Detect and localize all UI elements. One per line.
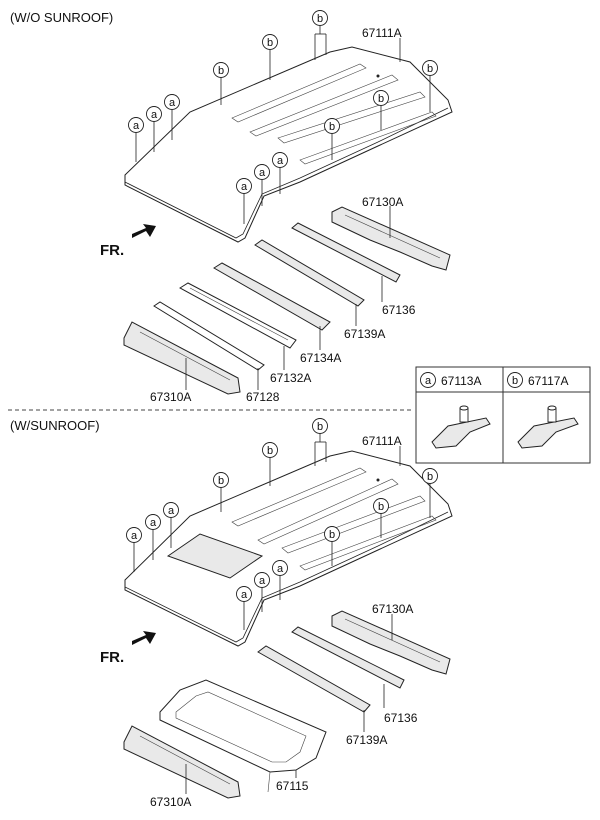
svg-text:b: b <box>512 375 518 387</box>
rail-128-top <box>153 301 265 371</box>
callout-b-marker: b <box>373 498 389 538</box>
callout-b-marker: b <box>373 90 389 130</box>
callout-b-marker: b <box>213 472 229 512</box>
rail-139-top <box>254 239 365 307</box>
svg-text:b: b <box>317 13 323 25</box>
svg-text:b: b <box>329 529 335 541</box>
sunroof-frame <box>159 679 327 793</box>
svg-text:b: b <box>267 445 273 457</box>
label-rail-rear: 67130A <box>362 195 403 209</box>
callout-a-marker: a <box>236 178 252 224</box>
rail-134-top <box>213 262 331 331</box>
callout-a-marker: a <box>254 164 270 206</box>
callouts-top: a a a b b b <box>128 10 438 224</box>
leaders-bottom <box>185 446 401 794</box>
callout-b-marker: b <box>312 10 328 60</box>
legend-item-b: b 67117A <box>507 372 568 388</box>
svg-text:b: b <box>317 421 323 433</box>
svg-text:a: a <box>277 155 284 167</box>
rail-front-bottom <box>123 725 241 799</box>
callout-a-marker: a <box>145 514 161 560</box>
rail-136-top <box>291 222 401 283</box>
callout-b-marker: b <box>262 442 278 486</box>
svg-text:a: a <box>241 589 248 601</box>
svg-text:a: a <box>168 505 175 517</box>
callout-a-marker: a <box>272 560 288 600</box>
callout-a-marker: a <box>146 106 162 152</box>
label-rail-rear: 67130A <box>372 602 413 616</box>
svg-text:a: a <box>425 375 432 387</box>
svg-text:a: a <box>131 530 138 542</box>
callout-a-marker: a <box>164 94 180 140</box>
svg-text:b: b <box>218 65 224 77</box>
label-rail-136: 67136 <box>382 303 416 317</box>
callout-a-marker: a <box>254 572 270 612</box>
label-rail-128: 67128 <box>246 390 280 404</box>
leaders-top <box>185 38 401 390</box>
svg-text:FR.: FR. <box>100 649 124 666</box>
callout-a-marker: a <box>128 117 144 162</box>
rail-139-bottom <box>257 645 371 713</box>
callout-b-marker: b <box>312 418 328 466</box>
rail-rear-bottom <box>331 610 451 675</box>
rail-132-top <box>179 282 297 349</box>
label-rail-132: 67132A <box>270 371 311 385</box>
svg-text:b: b <box>267 37 273 49</box>
label-roof-panel: 67111A <box>362 434 402 448</box>
legend-part-a: 67113A <box>441 374 481 388</box>
label-sunroof-frame: 67115 <box>276 779 309 793</box>
svg-text:a: a <box>259 167 266 179</box>
callout-a-marker: a <box>163 502 179 548</box>
callout-b-marker: b <box>422 60 438 112</box>
svg-text:a: a <box>259 575 266 587</box>
svg-text:a: a <box>133 120 140 132</box>
svg-text:a: a <box>151 109 158 121</box>
callout-b-marker: b <box>262 34 278 80</box>
svg-text:b: b <box>218 475 224 487</box>
clip-a-icon <box>431 405 491 449</box>
svg-text:b: b <box>378 93 384 105</box>
svg-text:a: a <box>169 97 176 109</box>
svg-text:b: b <box>378 501 384 513</box>
svg-text:a: a <box>150 517 157 529</box>
label-rail-134: 67134A <box>300 351 341 365</box>
fastener-legend: a 67113A b 67117A <box>415 366 591 464</box>
label-roof-panel: 67111A <box>362 26 402 40</box>
front-arrow-bottom: FR. <box>100 631 156 666</box>
svg-text:a: a <box>277 563 284 575</box>
svg-text:b: b <box>329 121 335 133</box>
label-rail-front: 67310A <box>150 390 191 404</box>
callout-a-marker: a <box>236 586 252 630</box>
label-rail-136: 67136 <box>384 711 418 725</box>
svg-text:FR.: FR. <box>100 242 124 259</box>
section-title-with-sunroof: (W/SUNROOF) <box>10 418 100 433</box>
label-rail-139: 67139A <box>344 327 385 341</box>
legend-item-a: a 67113A <box>420 372 481 388</box>
roof-panel-top <box>124 46 453 243</box>
callout-b-marker: b <box>422 468 438 518</box>
callout-a-marker: a <box>126 527 142 572</box>
roof-panel-bottom <box>124 450 453 647</box>
callout-b-marker: b <box>324 526 340 566</box>
svg-text:a: a <box>241 181 248 193</box>
section-title-without-sunroof: (W/O SUNROOF) <box>10 10 113 25</box>
svg-text:b: b <box>427 471 433 483</box>
callout-b-marker: b <box>324 118 340 160</box>
callout-b-marker: b <box>213 62 229 105</box>
rail-front-top <box>123 321 241 395</box>
rail-rear-top <box>331 206 451 271</box>
svg-text:b: b <box>427 63 433 75</box>
front-arrow-top: FR. <box>100 224 156 259</box>
callouts-bottom: a a a b b b <box>126 418 438 630</box>
label-rail-front: 67310A <box>150 795 191 809</box>
clip-b-icon <box>517 405 579 449</box>
legend-part-b: 67117A <box>528 374 568 388</box>
callout-a-marker: a <box>272 152 288 194</box>
rail-136-bottom <box>291 626 405 689</box>
label-rail-139: 67139A <box>346 733 387 747</box>
